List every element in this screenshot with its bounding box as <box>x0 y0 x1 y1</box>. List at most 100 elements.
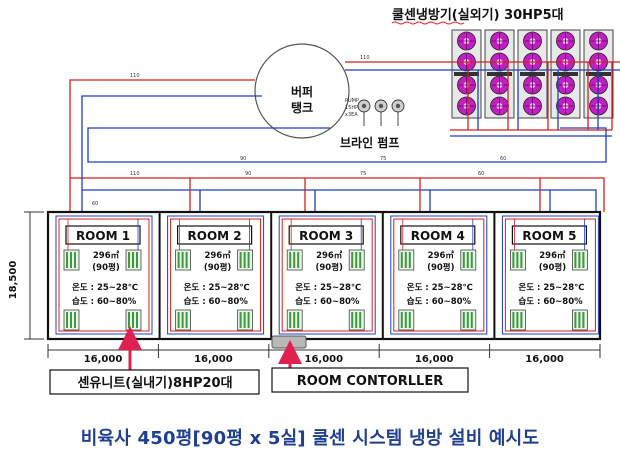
room-name: ROOM 1 <box>76 229 130 243</box>
room-name-box <box>511 225 588 245</box>
indoor-unit-icon <box>348 309 365 331</box>
room-humidity: 습도 : 60~80% <box>407 296 472 307</box>
indoor-unit-icon <box>509 249 526 271</box>
outdoor-unit <box>451 29 482 119</box>
indoor-unit-icon <box>125 249 142 271</box>
pipe-label: 110 <box>130 171 140 177</box>
indoor-unit-icon <box>175 309 192 331</box>
room-pyeong: (90평) <box>427 262 455 273</box>
room-area: 296㎡ <box>428 250 455 261</box>
room-pyeong: (90평) <box>539 262 567 273</box>
room-temperature: 온도 : 25~28℃ <box>295 283 361 293</box>
fan-icon <box>523 75 542 95</box>
room-area: 296㎡ <box>204 250 231 261</box>
pipe-label: 90 <box>245 171 251 177</box>
indoor-unit-icon <box>398 249 415 271</box>
fan-icon <box>556 31 575 51</box>
fan-icon <box>523 31 542 51</box>
room-humidity: 습도 : 60~80% <box>295 296 360 307</box>
buffer-tank-label-2: 탱크 <box>291 101 313 115</box>
controller-callout-label: ROOM CONTORLLER <box>297 374 443 389</box>
indoor-unit-callout-label: 센유니트(실내기)8HP20대 <box>77 375 232 391</box>
pump-spec-1: PUMP <box>345 98 359 104</box>
room-name: ROOM 3 <box>299 229 353 243</box>
fan-icon <box>457 31 476 51</box>
width-dimension-label: 16,000 <box>84 354 123 365</box>
fan-icon <box>457 75 476 95</box>
room-temperature: 온도 : 25~28℃ <box>184 283 250 293</box>
indoor-unit-icon <box>348 249 365 271</box>
room-2: ROOM 2 296㎡(90평) 온도 : 25~28℃ 습도 : 60~80% <box>158 212 265 339</box>
indoor-unit-icon <box>175 249 192 271</box>
pump-spec-2: 15HP <box>345 105 358 111</box>
pipe-label: 110 <box>130 73 140 79</box>
room-name-box <box>400 225 476 245</box>
indoor-unit-icon <box>63 309 80 331</box>
fan-icon <box>490 31 509 51</box>
pump-icon <box>357 99 371 126</box>
width-dimension-label: 16,000 <box>194 354 233 365</box>
indoor-unit-icon <box>509 309 526 331</box>
pump-icon <box>391 99 405 126</box>
fan-icon <box>523 96 542 116</box>
brine-pumps: PUMP 15HP x3EA 브라인 펌프 <box>340 98 405 150</box>
room-name-box <box>288 225 364 245</box>
fan-icon <box>457 96 476 116</box>
outdoor-units <box>451 29 614 119</box>
pipe-label: 60 <box>92 201 98 207</box>
room-5: ROOM 5 296㎡(90평) 온도 : 25~28℃ 습도 : 60~80% <box>493 212 599 339</box>
pipe-label: 90 <box>240 156 246 162</box>
room-4: ROOM 4 296㎡(90평) 온도 : 25~28℃ 습도 : 60~80% <box>381 212 488 339</box>
room-temperature: 온도 : 25~28℃ <box>518 283 584 293</box>
room-name: ROOM 4 <box>411 229 465 243</box>
pump-label: 브라인 펌프 <box>340 135 399 150</box>
room-name: ROOM 2 <box>188 229 242 243</box>
pipe-label: 60 <box>500 156 506 162</box>
width-dimension-label: 16,000 <box>415 354 454 365</box>
diagram-caption: 비육사 450평[90평 x 5실] 쿨센 시스템 냉방 설비 예시도 <box>80 428 540 449</box>
outdoor-unit <box>517 29 548 119</box>
room-pyeong: (90평) <box>92 262 120 273</box>
room-humidity: 습도 : 60~80% <box>518 296 583 307</box>
indoor-unit-icon <box>460 309 477 331</box>
room-area: 296㎡ <box>539 250 566 261</box>
indoor-unit-icon <box>460 249 477 271</box>
height-dimension: 18,500 <box>8 211 44 340</box>
piping <box>69 61 620 212</box>
room-3: ROOM 3 296㎡(90평) 온도 : 25~28℃ 습도 : 60~80% <box>270 212 376 339</box>
pipe-label: 110 <box>360 55 370 61</box>
room-controller-device <box>271 335 307 349</box>
room-name: ROOM 5 <box>522 229 576 243</box>
indoor-unit-icon <box>286 309 303 331</box>
indoor-unit-callout-box <box>49 369 260 395</box>
outdoor-unit <box>550 29 581 119</box>
fan-icon <box>490 96 509 116</box>
indoor-unit-icon <box>398 309 415 331</box>
height-dimension-label: 18,500 <box>8 261 19 300</box>
pipe-label: 75 <box>380 156 386 162</box>
room-area: 296㎡ <box>316 250 343 261</box>
room-name-box <box>177 225 253 245</box>
fan-icon <box>490 75 509 95</box>
fan-icon <box>556 96 575 116</box>
indoor-unit-icon <box>286 249 303 271</box>
fan-icon <box>589 31 608 51</box>
building-outline <box>46 210 602 341</box>
room-temperature: 온도 : 25~28℃ <box>407 283 473 293</box>
fan-icon <box>556 75 575 95</box>
buffer-tank <box>254 43 350 139</box>
outdoor-label-underline <box>391 21 465 25</box>
indoor-unit-icon <box>572 249 588 271</box>
width-dimension-label: 16,000 <box>305 354 344 365</box>
cooling-system-diagram: 쿨센냉방기(실외기) 30HP5대 버퍼 탱크 PUMP 15HP x3EA 브… <box>8 7 620 395</box>
indoor-unit-icon <box>237 309 254 331</box>
room-pyeong: (90평) <box>315 262 343 273</box>
pipe-label: 75 <box>360 171 366 177</box>
buffer-tank-label-1: 버퍼 <box>291 84 313 99</box>
room-humidity: 습도 : 60~80% <box>72 296 137 307</box>
room-area: 296㎡ <box>93 250 120 261</box>
room-humidity: 습도 : 60~80% <box>184 296 249 307</box>
room-pyeong: (90평) <box>204 262 232 273</box>
